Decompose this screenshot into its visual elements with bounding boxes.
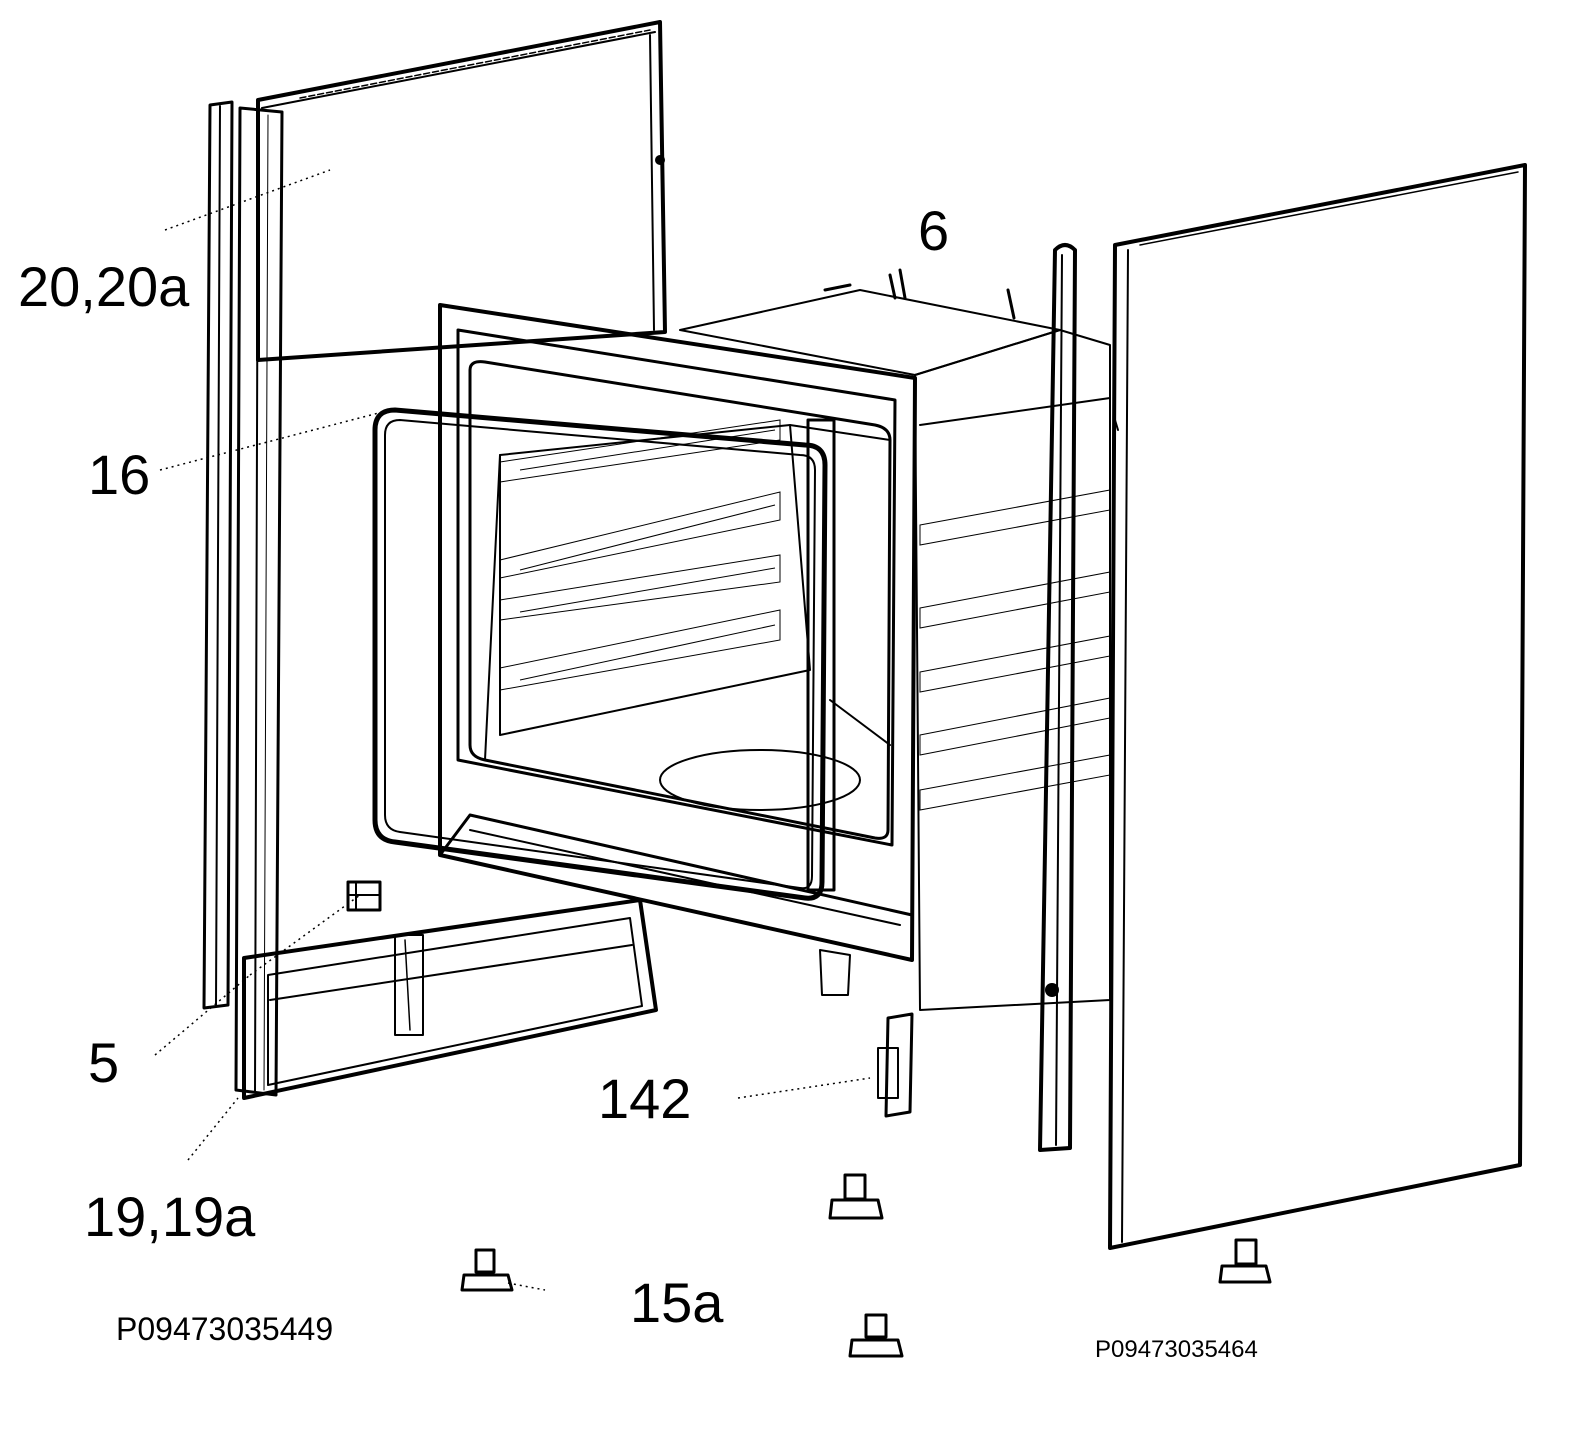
left-upright-strip xyxy=(202,100,284,1097)
right-upright-strip xyxy=(1038,243,1077,1152)
leader-19 xyxy=(187,1097,239,1161)
door-gasket-16 xyxy=(372,407,836,901)
callout-5: 5 xyxy=(88,1031,119,1094)
callout-20-20a: 20,20a xyxy=(18,255,190,318)
leader-15a xyxy=(507,1282,546,1291)
callout-142: 142 xyxy=(598,1067,691,1130)
callout-15a: 15a xyxy=(630,1271,724,1334)
inner-shelves xyxy=(499,419,781,691)
foot-15a-2 xyxy=(828,1173,884,1220)
callout-16: 16 xyxy=(88,443,150,506)
right-side-rails xyxy=(919,489,1111,811)
right-side-panel xyxy=(1108,163,1527,1250)
callout-6: 6 xyxy=(918,199,949,262)
part-code-left: P09473035449 xyxy=(116,1311,333,1347)
foot-15a-3 xyxy=(848,1313,904,1358)
leader-lines xyxy=(154,169,871,1291)
foot-15a-4 xyxy=(1218,1238,1272,1284)
leader-142 xyxy=(737,1077,871,1099)
leader-5 xyxy=(154,974,251,1056)
leader-20 xyxy=(164,169,331,231)
callout-19-19a: 19,19a xyxy=(84,1185,256,1248)
oven-cavity xyxy=(438,268,1111,1011)
foot-15a-1 xyxy=(460,1248,514,1292)
leader-16 xyxy=(159,409,391,471)
part-code-right: P09473035464 xyxy=(1095,1336,1258,1363)
bottom-frame xyxy=(242,898,658,1100)
clip-part-142 xyxy=(877,1012,914,1118)
bracket-part-5 xyxy=(346,880,382,912)
